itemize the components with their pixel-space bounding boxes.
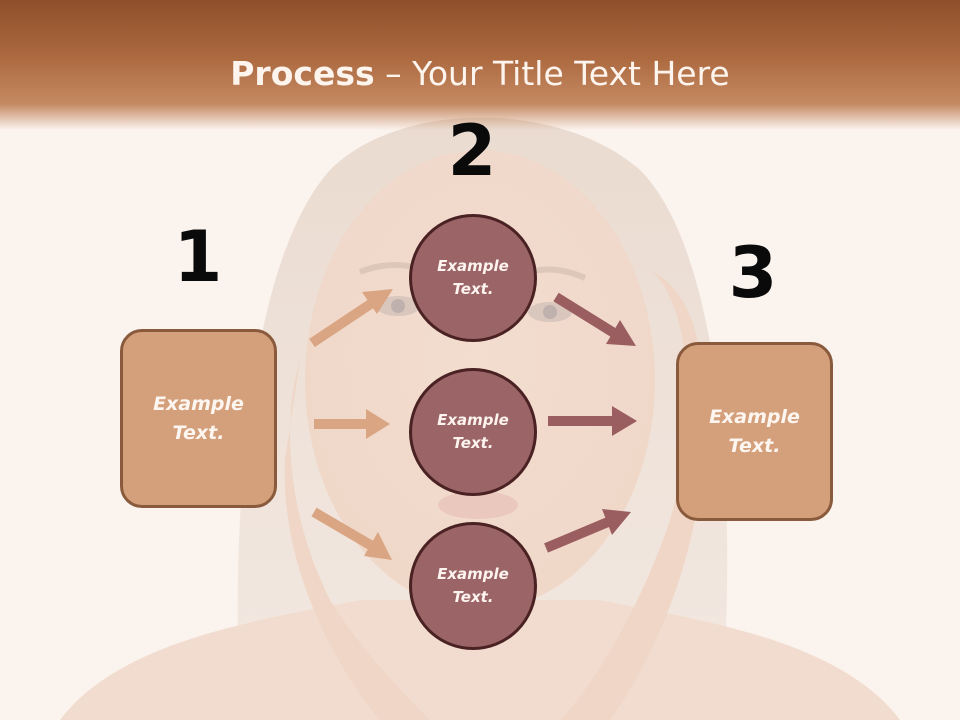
arrow-left-top xyxy=(309,289,393,348)
circle-middle-line1: Example xyxy=(437,411,509,429)
step-number-3: 3 xyxy=(728,232,778,314)
right-box[interactable]: Example Text. xyxy=(676,342,833,521)
slide-title: Process – Your Title Text Here xyxy=(0,52,960,96)
circle-bottom[interactable]: Example Text. xyxy=(409,522,537,650)
circle-top-line1: Example xyxy=(437,257,509,275)
arrow-right-middle xyxy=(548,406,637,436)
circle-middle[interactable]: Example Text. xyxy=(409,368,537,496)
left-box[interactable]: Example Text. xyxy=(120,329,277,508)
left-box-line1: Example xyxy=(153,392,244,415)
title-banner xyxy=(0,0,960,130)
arrow-left-bottom xyxy=(311,507,392,560)
circle-top-line2: Text. xyxy=(452,280,494,298)
circle-bottom-line2: Text. xyxy=(452,588,494,606)
circle-middle-line2: Text. xyxy=(452,434,494,452)
circle-bottom-line1: Example xyxy=(437,565,509,583)
step-number-1: 1 xyxy=(173,216,223,298)
title-bold: Process xyxy=(230,54,375,93)
right-box-line1: Example xyxy=(709,405,800,428)
step-number-2: 2 xyxy=(447,110,497,192)
title-rest: Your Title Text Here xyxy=(412,54,730,93)
left-box-line2: Text. xyxy=(172,421,225,444)
arrow-right-top xyxy=(553,292,636,346)
arrow-left-middle xyxy=(314,409,390,439)
right-box-line2: Text. xyxy=(728,434,781,457)
circle-top[interactable]: Example Text. xyxy=(409,214,537,342)
arrow-right-bottom xyxy=(544,509,631,553)
title-separator: – xyxy=(374,54,413,93)
